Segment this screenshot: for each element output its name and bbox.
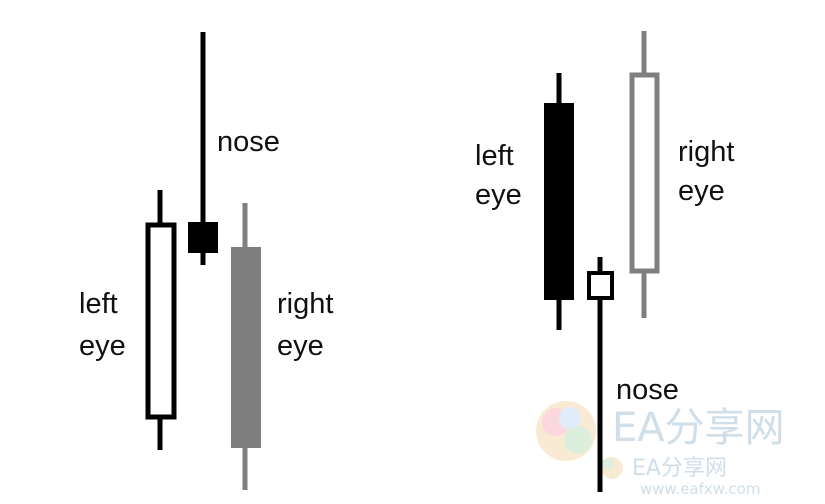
right-pattern: left eye right eye nose bbox=[475, 31, 734, 492]
small-ea-logo-icon bbox=[601, 457, 623, 479]
right-pattern-right-eye-candle bbox=[629, 31, 660, 318]
left-pattern-right-eye-label-2: eye bbox=[277, 330, 324, 362]
watermark-brand-small: EA分享网 bbox=[632, 456, 727, 481]
right-pattern-left-eye-label-2: eye bbox=[475, 179, 522, 211]
left-pattern-nose-label: nose bbox=[217, 126, 280, 158]
right-pattern-left-eye-candle bbox=[544, 73, 574, 330]
left-pattern-left-eye-label-1: left bbox=[79, 288, 118, 320]
watermark-brand: EA分享网 bbox=[612, 405, 785, 451]
watermark: EA分享网 EA分享网 www.eafxw.com bbox=[536, 401, 785, 498]
left-pattern-nose-candle bbox=[188, 32, 218, 265]
right-pattern-nose-candle bbox=[587, 257, 614, 492]
right-pattern-right-eye-label-2: eye bbox=[678, 175, 725, 207]
left-pattern-right-eye-label-1: right bbox=[277, 288, 333, 320]
right-pattern-right-eye-label-1: right bbox=[678, 136, 734, 168]
left-pattern-left-eye-candle bbox=[145, 190, 177, 450]
right-pattern-nose-label: nose bbox=[616, 374, 679, 406]
left-pattern-left-eye-label-2: eye bbox=[79, 330, 126, 362]
left-pattern: nose left eye right eye bbox=[79, 32, 333, 490]
right-pattern-left-eye-label-1: left bbox=[475, 140, 514, 172]
ea-logo-icon bbox=[536, 401, 596, 461]
left-pattern-right-eye-candle bbox=[231, 203, 261, 490]
watermark-url: www.eafxw.com bbox=[640, 480, 760, 498]
